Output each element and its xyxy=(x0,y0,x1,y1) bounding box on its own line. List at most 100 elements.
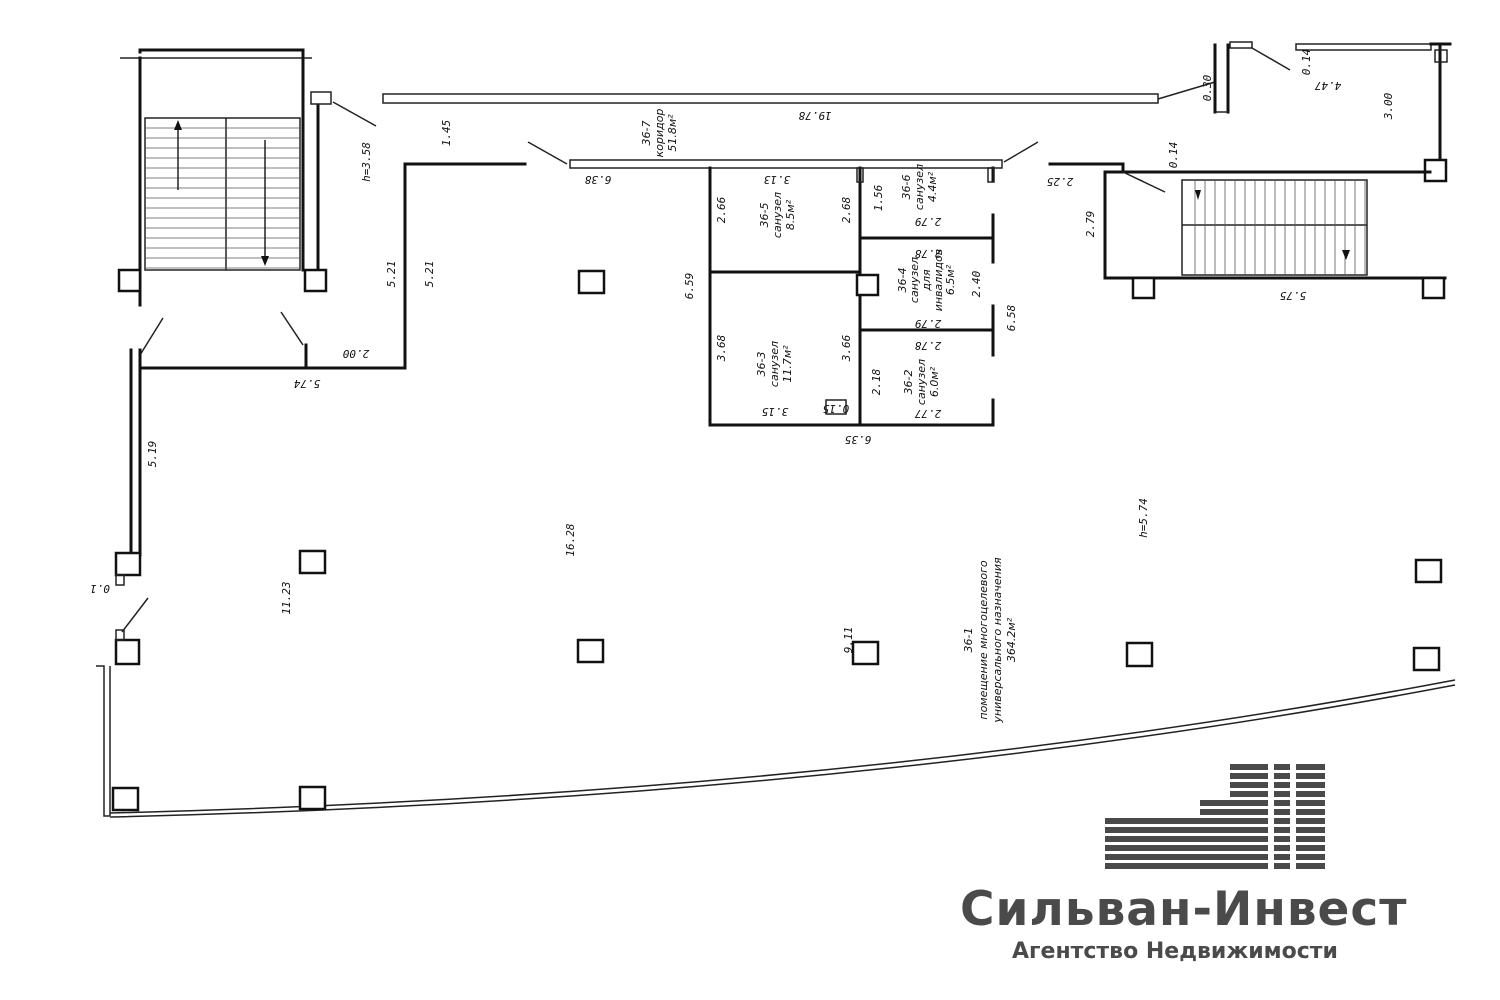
dim-0-14b: 0.14 xyxy=(1167,142,1180,169)
dim-3-00: 3.00 xyxy=(1382,92,1395,120)
logo-bar xyxy=(1200,800,1325,806)
logo-bar xyxy=(1230,782,1325,788)
svg-text:36-1: 36-1 xyxy=(962,628,975,653)
room-label-36-2: 36-2 санузел 6.0м² xyxy=(902,359,941,405)
corridor-upper-wall xyxy=(332,41,1452,183)
dim-0-30: 0.30 xyxy=(1201,74,1214,101)
dim-3-68: 3.68 xyxy=(715,334,728,362)
dim-2-79b: 2.79 xyxy=(915,215,942,228)
svg-text:36-6: 36-6 xyxy=(900,175,913,200)
column xyxy=(1412,646,1441,672)
logo-bar xyxy=(1105,863,1325,869)
room-label-36-5: 36-5 санузел 8.5м² xyxy=(758,192,797,238)
dim-4-47: 4.47 xyxy=(1314,79,1341,92)
room-label-36-6: 36-6 санузел 4.4м² xyxy=(900,164,939,210)
logo-bar xyxy=(1105,836,1325,842)
room-label-36-7: 36-7 коридор 51.8м² xyxy=(640,109,679,158)
dim-5-21b: 5.21 xyxy=(423,261,436,288)
logo-gap xyxy=(1290,760,1296,872)
svg-text:коридор: коридор xyxy=(653,109,666,158)
brand-block: Сильван-Инвест Агентство Недвижимости xyxy=(960,882,1470,964)
height-stair: h=3.58 xyxy=(360,142,373,182)
dim-6-35: 6.35 xyxy=(845,433,872,446)
logo-bar xyxy=(1105,827,1325,833)
brand-logo-icon xyxy=(1105,760,1325,872)
svg-text:универсального назначения: универсального назначения xyxy=(991,557,1004,724)
dim-1-56: 1.56 xyxy=(872,184,885,211)
svg-text:для: для xyxy=(920,269,933,292)
left-stairwell xyxy=(117,48,332,307)
dim-2-66: 2.66 xyxy=(715,196,728,223)
hall-columns xyxy=(111,269,1443,812)
svg-text:36-2: 36-2 xyxy=(902,370,915,395)
room-label-36-1: 36-1 помещение многоцелевого универсальн… xyxy=(962,557,1018,724)
dim-5-19: 5.19 xyxy=(146,441,159,468)
brand-name: Сильван-Инвест xyxy=(960,882,1408,937)
left-outer-wall xyxy=(96,311,1456,818)
dim-2-79c: 2.79 xyxy=(915,317,942,330)
column xyxy=(298,785,327,811)
dim-6-58: 6.58 xyxy=(1005,304,1018,331)
dim-2-78a: 2.78 xyxy=(914,247,941,260)
right-stairwell xyxy=(1048,162,1447,300)
dim-2-40: 2.40 xyxy=(970,270,983,297)
column xyxy=(577,269,606,295)
logo-gap xyxy=(1268,760,1274,872)
room-label-36-4: 36-4 санузел для инвалидов 6.5м² xyxy=(896,249,957,312)
svg-text:11.7м²: 11.7м² xyxy=(781,345,794,383)
svg-text:6.0м²: 6.0м² xyxy=(928,366,941,397)
dim-0-1: 0.1 xyxy=(90,582,110,595)
dim-16-28: 16.28 xyxy=(564,523,577,556)
logo-bar xyxy=(1230,791,1325,797)
column xyxy=(851,640,880,666)
logo-bar xyxy=(1105,854,1325,860)
svg-text:364.2м²: 364.2м² xyxy=(1005,617,1018,662)
svg-text:санузел: санузел xyxy=(771,192,784,238)
svg-text:санузел: санузел xyxy=(768,341,781,387)
dim-3-66: 3.66 xyxy=(840,334,853,362)
dim-9-11: 9.11 xyxy=(842,627,855,654)
svg-text:8.5м²: 8.5м² xyxy=(784,199,797,230)
dim-5-75: 5.75 xyxy=(1280,289,1307,302)
svg-text:помещение многоцелевого: помещение многоцелевого xyxy=(977,560,990,719)
svg-text:36-3: 36-3 xyxy=(755,352,768,377)
height-hall: h=5.74 xyxy=(1137,498,1150,538)
logo-bar xyxy=(1230,773,1325,779)
dim-5-74: 5.74 xyxy=(294,377,321,390)
svg-text:36-5: 36-5 xyxy=(758,203,771,228)
svg-text:санузел: санузел xyxy=(913,164,926,210)
dim-0-14a: 0.14 xyxy=(1300,49,1313,76)
dim-2-77: 2.77 xyxy=(914,407,941,420)
svg-text:санузел: санузел xyxy=(908,257,921,303)
logo-bar xyxy=(1200,809,1325,815)
dim-2-79a: 2.79 xyxy=(1084,211,1097,238)
brand-subtitle: Агентство Недвижимости xyxy=(1012,939,1338,964)
svg-text:6.5м²: 6.5м² xyxy=(944,264,957,295)
dim-6-59: 6.59 xyxy=(683,273,696,300)
dim-19-78: 19.78 xyxy=(798,109,831,122)
central-block xyxy=(304,141,1039,427)
room-label-36-3: 36-3 санузел 11.7м² xyxy=(755,341,794,387)
column xyxy=(298,549,327,575)
column xyxy=(576,638,605,664)
svg-text:инвалидов: инвалидов xyxy=(932,249,945,312)
dim-1-45: 1.45 xyxy=(440,120,453,147)
column xyxy=(1414,558,1443,584)
svg-text:36-4: 36-4 xyxy=(896,268,909,293)
dim-5-21a: 5.21 xyxy=(385,261,398,288)
column xyxy=(1125,641,1154,668)
dim-0-15: 0.15 xyxy=(823,402,850,415)
dim-11-23: 11.23 xyxy=(280,581,293,614)
logo-bar xyxy=(1105,818,1325,824)
dim-2-00: 2.00 xyxy=(342,347,369,360)
column xyxy=(111,786,140,812)
logo-bar xyxy=(1105,845,1325,851)
svg-text:санузел: санузел xyxy=(915,359,928,405)
dim-3-15: 3.15 xyxy=(762,405,790,418)
dim-2-25: 2.25 xyxy=(1047,175,1074,188)
svg-text:51.8м²: 51.8м² xyxy=(666,114,679,152)
dim-6-38: 6.38 xyxy=(584,173,611,186)
dim-2-68: 2.68 xyxy=(840,196,853,223)
svg-text:36-7: 36-7 xyxy=(640,121,653,146)
